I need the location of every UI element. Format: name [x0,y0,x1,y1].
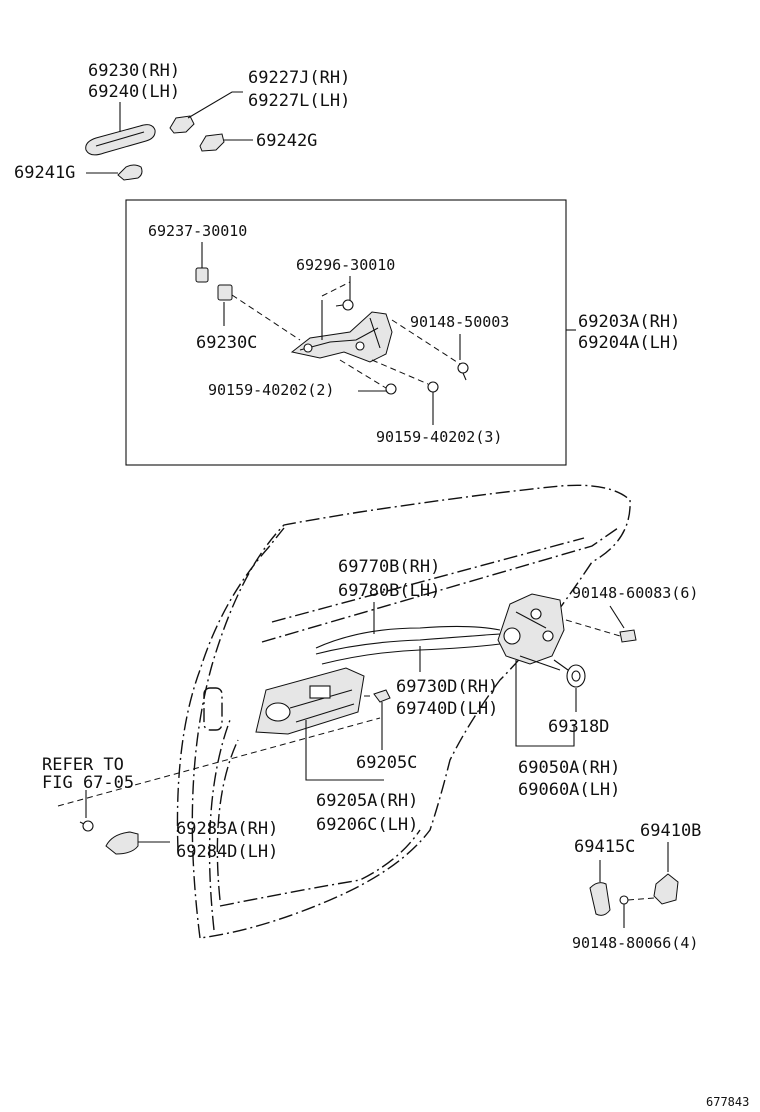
pin-69205c-part [373,689,391,703]
label-69206c-lh: 69206C(LH) [316,815,418,835]
outside-handle-part [85,124,156,156]
label-69318d: 69318D [548,717,609,737]
label-69730d-rh: 69730D(RH) [396,677,498,697]
label-69205a-rh: 69205A(RH) [316,791,418,811]
label-69740d-lh: 69740D(LH) [396,699,498,719]
label-69240-lh: 69240(LH) [88,82,180,102]
inside-handle-assembly-box: 69237-30010 69230C 69296-30010 90148-500… [125,199,576,466]
label-90148-50003: 90148-50003 [410,313,509,331]
refer-to-text: REFER TO [42,755,124,775]
label-69230c: 69230C [196,333,257,353]
label-69227j-rh: 69227J(RH) [248,68,350,88]
screw-plate-part [79,820,94,832]
label-69204a-lh: 69204A(LH) [578,333,680,353]
label-69050a-rh: 69050A(RH) [518,758,620,778]
screw-90148-60083-part [565,619,637,643]
label-90148-60083: 90148-60083(6) [572,584,698,602]
label-69205c: 69205C [356,753,417,773]
label-69241g: 69241G [14,163,75,183]
diagram-id: 677843 [706,1095,749,1109]
label-69237-30010: 69237-30010 [148,222,247,240]
door-outline [176,484,631,939]
control-cable-part [315,625,501,665]
label-69283a-rh: 69283A(RH) [176,819,278,839]
label-69227l-lh: 69227L(LH) [248,91,350,111]
label-69060a-lh: 69060A(LH) [518,780,620,800]
label-90159-2: 90159-40202(2) [208,381,334,399]
cover-69283a-part [105,831,139,855]
label-69410b: 69410B [640,821,701,841]
label-69415c: 69415C [574,837,635,857]
clip-69230c-part [217,284,233,301]
inner-handle-bezel-part [255,667,365,735]
handle-pad-part [199,133,225,152]
label-69296-30010: 69296-30010 [296,256,395,274]
label-69770b-rh: 69770B(RH) [338,557,440,577]
door-lock-assembly-part [497,593,565,671]
striker-69410b-part [653,873,679,905]
label-69284d-lh: 69284D(LH) [176,842,278,862]
clip-69237-part [195,267,209,283]
label-69780b-lh: 69780B(LH) [338,581,440,601]
label-90148-80066: 90148-80066(4) [572,934,698,952]
label-69242g: 69242G [256,131,317,151]
label-69230-rh: 69230(RH) [88,61,180,81]
handle-frame-part [169,115,195,134]
label-90159-3: 90159-40202(3) [376,428,502,446]
outside-handle-group: 69230(RH) 69240(LH) 69227J(RH) 69227L(LH… [14,61,350,183]
label-69203a-rh: 69203A(RH) [578,312,680,332]
striker-plate-69415c-part [589,882,611,916]
fig-ref-text: FIG 67-05 [42,773,134,793]
handle-cap-part [117,164,143,181]
inside-handle-mechanism-part [290,300,393,363]
grommet-69318d-part [566,664,586,688]
